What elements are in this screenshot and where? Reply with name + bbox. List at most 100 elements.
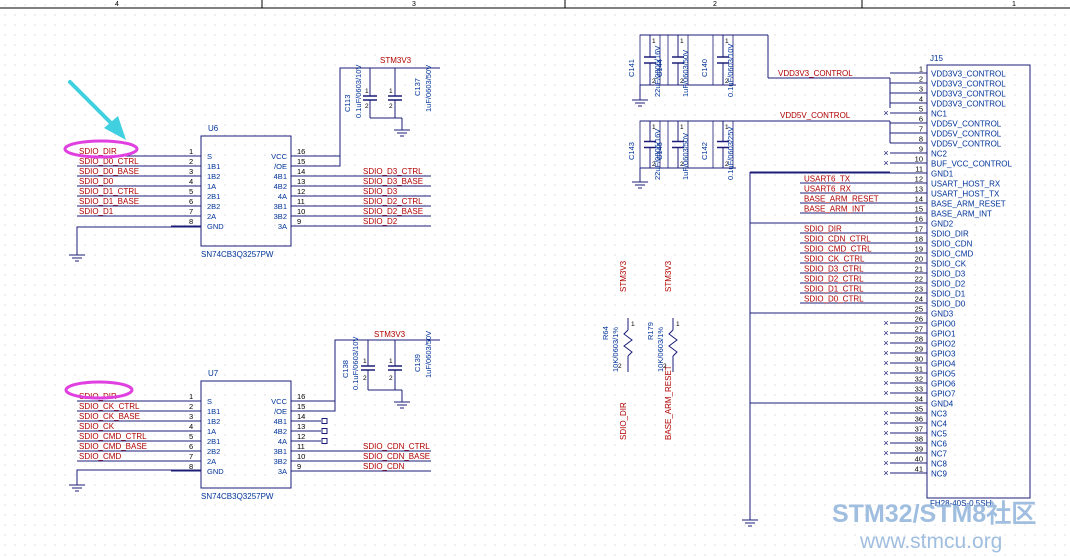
pin-number: 2 xyxy=(189,157,193,166)
c138-pin2: 2 xyxy=(363,375,367,382)
pin-number: 16 xyxy=(915,215,923,224)
no-connect-icon: × xyxy=(883,108,888,118)
no-connect-icon: × xyxy=(883,148,888,158)
pin-number: 16 xyxy=(297,392,305,401)
pin-name: VDD3V3_CONTROL xyxy=(931,90,1006,99)
pin-number: 6 xyxy=(919,115,923,124)
pin-name: GPIO1 xyxy=(931,330,956,339)
pin-number: 2 xyxy=(919,75,923,84)
pin-name: 1A xyxy=(207,182,216,191)
pin-name: GPIO6 xyxy=(931,380,956,389)
net-label: SDIO_D1_CTRL xyxy=(79,187,139,196)
ground-icon xyxy=(394,401,410,409)
c113-pin1: 1 xyxy=(365,88,369,95)
pin-name: 1B1 xyxy=(207,162,220,171)
resistor-icon xyxy=(623,329,633,357)
u7-ground xyxy=(69,469,201,492)
pin-name: GPIO5 xyxy=(931,370,956,379)
net-label: SDIO_D1 xyxy=(79,207,114,216)
pin-name: GND xyxy=(207,467,224,476)
watermark: STM32/STM8社区 www.stmcu.org xyxy=(832,499,1036,553)
resistor-ref: R179 xyxy=(646,322,655,340)
pin-number: 39 xyxy=(915,445,923,454)
net-label: SDIO_CK_CTRL xyxy=(79,402,140,411)
cap-pin-number: 2 xyxy=(680,161,684,168)
pin-number: 8 xyxy=(189,462,193,471)
pin-number: 3 xyxy=(189,167,193,176)
pin-number: 5 xyxy=(919,105,923,114)
pin-name: 3A xyxy=(278,467,287,476)
no-connect-icon: × xyxy=(883,348,888,358)
pin-name: SDIO_CDN xyxy=(931,240,973,249)
zone-label: 3 xyxy=(412,1,416,8)
no-connect-icon: × xyxy=(883,418,888,428)
cap-pin-number: 1 xyxy=(652,38,656,45)
cap-pin-number: 1 xyxy=(680,124,684,131)
cap-ref: C140 xyxy=(700,59,709,77)
pin-number: 36 xyxy=(915,415,923,424)
u7-pins: 1SSDIO_DIR21B1SDIO_CK_CTRL31B2SDIO_CK_BA… xyxy=(77,392,431,476)
pin-number: 7 xyxy=(189,452,193,461)
u7-power-label: STM3V3 xyxy=(374,330,406,339)
pin-name: 4A xyxy=(278,437,287,446)
pin-number: 1 xyxy=(189,147,193,156)
pin-name: NC4 xyxy=(931,420,948,429)
resistor-pin-number: 1 xyxy=(631,321,635,328)
net-label: SDIO_D2 xyxy=(363,217,398,226)
pin-name: S xyxy=(207,397,212,406)
cap-value: 22uF/0805/16V xyxy=(653,129,662,180)
no-connect-icon: × xyxy=(883,358,888,368)
u6-part: SN74CB3Q3257PW xyxy=(201,250,274,259)
pin-number: 13 xyxy=(297,422,305,431)
pin-number: 11 xyxy=(915,165,923,174)
no-connect-icon: × xyxy=(883,318,888,328)
net-label: SDIO_CMD xyxy=(79,452,121,461)
pin-number: 6 xyxy=(189,442,193,451)
pin-number: 17 xyxy=(915,225,923,234)
pin-number: 5 xyxy=(189,432,193,441)
cap-pin-number: 2 xyxy=(652,78,656,85)
arrow-icon xyxy=(68,80,126,140)
c138-pin1: 1 xyxy=(363,358,367,365)
no-connect-icon: × xyxy=(883,428,888,438)
net-label: SDIO_D3_CTRL xyxy=(363,167,423,176)
pin-number: 30 xyxy=(915,355,923,364)
net-label: SDIO_CDN_CTRL xyxy=(804,235,871,244)
zone-label: 1 xyxy=(1012,1,1016,8)
u7-body xyxy=(200,380,292,489)
pin-name: NC2 xyxy=(931,150,948,159)
no-connect-icon: × xyxy=(883,158,888,168)
pin-number: 9 xyxy=(919,145,923,154)
pin-name: BASE_ARM_RESET xyxy=(931,200,1006,209)
pin-name: 1B2 xyxy=(207,417,220,426)
cap-value: 1uF/0603/50V xyxy=(681,133,690,180)
pin-number: 15 xyxy=(297,157,305,166)
no-connect-icon: × xyxy=(883,438,888,448)
c137-ref: C137 xyxy=(413,78,422,96)
pin-name: 4B2 xyxy=(274,427,287,436)
c113-value: 0.1uF/0603/10V xyxy=(354,65,363,118)
no-connect-icon: × xyxy=(883,458,888,468)
highlight-ellipse xyxy=(63,139,139,159)
net-label: SDIO_D2_CTRL xyxy=(363,197,423,206)
pin-name: 2A xyxy=(207,212,216,221)
pin-number: 7 xyxy=(189,207,193,216)
highlight-ellipse xyxy=(64,380,134,400)
u6-ref: U6 xyxy=(208,124,219,133)
pin-name: SDIO_D3 xyxy=(931,270,966,279)
pin-name: GPIO3 xyxy=(931,350,956,359)
pin-number: 32 xyxy=(915,375,923,384)
pin-number: 22 xyxy=(915,275,923,284)
pin-name: 3B2 xyxy=(274,212,287,221)
pin-number: 12 xyxy=(915,175,923,184)
resistor-value: 10K/0603/1% xyxy=(656,327,665,372)
pin-name: 4B1 xyxy=(274,417,287,426)
zone-label: 4 xyxy=(115,1,119,8)
pin-number: 10 xyxy=(915,155,923,164)
net-label: SDIO_DIR xyxy=(79,147,117,156)
pin-number: 12 xyxy=(297,432,305,441)
pin-number: 9 xyxy=(297,462,301,471)
cap-ref: C142 xyxy=(700,142,709,160)
pin-name: GPIO7 xyxy=(931,390,956,399)
